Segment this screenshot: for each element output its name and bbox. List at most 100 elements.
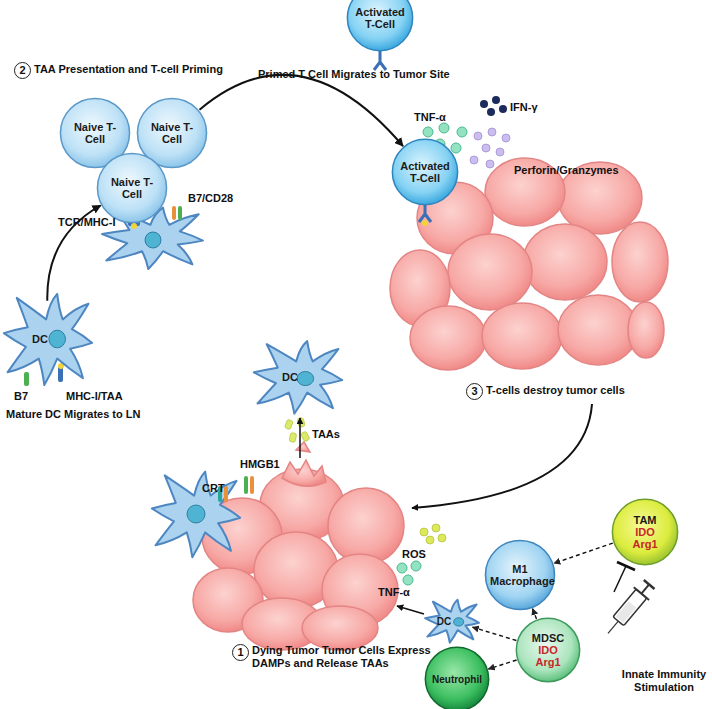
antigen	[131, 223, 137, 229]
perforin-dots	[470, 128, 510, 168]
neutrophil-cell: Neutrophil	[424, 646, 490, 709]
inhibition-bar	[617, 562, 635, 570]
dendritic-cell: DC	[2, 290, 94, 388]
effect-arrow	[397, 606, 424, 614]
tumor-cell	[523, 224, 607, 300]
syringe-needle	[608, 621, 618, 633]
receptors	[24, 50, 431, 502]
cytokine-dot	[480, 100, 488, 108]
tcr-receptor	[419, 204, 431, 222]
node-text: DC	[32, 333, 48, 345]
naive-t-cell: Naive T-Cell	[96, 152, 168, 224]
tumor-cell	[628, 302, 664, 358]
ros-dots	[420, 524, 446, 544]
node-text: TAM	[633, 514, 656, 526]
callout-number: 1	[232, 644, 249, 661]
antigen-dot	[289, 433, 296, 443]
node-text: M1 Macrophage	[490, 563, 550, 587]
dc-body	[254, 341, 342, 414]
cycle-arrow	[412, 404, 592, 508]
node-text: Activated T-Cell	[397, 160, 454, 184]
annotation-label: IFN-γ	[510, 101, 538, 114]
tumor-cell	[302, 606, 378, 650]
node-text: DC	[282, 371, 298, 383]
node-text: IDO	[635, 526, 655, 538]
annotation-label: TAA Presentation and T-cell Priming	[34, 63, 223, 76]
granule-dot	[496, 148, 504, 156]
annotation-label: Perforin/Granzymes	[514, 164, 619, 177]
node-text: Naive T-Cell	[142, 121, 202, 145]
node-text: DC	[437, 616, 451, 627]
cell-body	[516, 618, 579, 681]
hmgb1-receptor	[244, 476, 248, 494]
hmgb1-receptor	[250, 476, 254, 494]
node-outline	[252, 338, 344, 416]
ros-dot	[420, 528, 428, 536]
annotation-label: Primed T Cell Migrates to Tumor Site	[258, 68, 450, 81]
tumor-cell	[410, 306, 486, 370]
release-arrow	[299, 418, 301, 458]
annotation-label: TAAs	[312, 428, 340, 441]
dc-body	[425, 600, 479, 643]
annotation-label: TCR/MHC-I	[58, 216, 115, 229]
node-text: Neutrophil	[432, 674, 482, 685]
annotation-label: MHC-I/TAA	[66, 390, 123, 403]
ifn-dots	[480, 96, 507, 116]
cytokine-dot	[492, 96, 500, 104]
annotation-label: B7	[14, 390, 28, 403]
cd28-receptor	[178, 206, 182, 220]
tumor-cell	[558, 295, 638, 365]
dendritic-cell: DC	[424, 598, 480, 644]
antigen-dot	[284, 419, 293, 430]
cytokine-dot	[439, 123, 449, 133]
annotation-label: TNF-α	[378, 586, 410, 599]
cell-body	[392, 139, 457, 204]
dc-nucleus	[145, 232, 161, 248]
dashed-arrow	[473, 627, 517, 640]
annotation-label: HMGB1	[240, 458, 280, 471]
ros-dot	[426, 536, 434, 544]
b7-receptor	[172, 206, 176, 220]
node-outline	[2, 290, 94, 388]
syringe-fluid	[616, 601, 637, 623]
dashed-arrow	[554, 543, 613, 563]
syringe-plunger	[641, 584, 649, 593]
cytokine-dot	[499, 105, 507, 113]
annotation-label: B7/CD28	[188, 192, 233, 205]
node-text: Naive T-Cell	[102, 176, 162, 200]
ros-dot	[438, 534, 446, 542]
tumor-cell	[328, 488, 404, 564]
syringe	[600, 578, 656, 640]
cytokine-dot	[403, 575, 413, 585]
tumor-cell	[612, 222, 668, 302]
granule-dot	[502, 134, 510, 142]
dc-nucleus	[297, 372, 314, 386]
annotation-label: Innate Immunity Stimulation	[618, 668, 710, 694]
syringe-plunger	[644, 580, 655, 589]
callout-number: 2	[14, 62, 31, 79]
granule-dot	[474, 132, 482, 140]
dashed-arrow	[533, 609, 537, 619]
macrophage-cell: M1 Macrophage	[484, 539, 556, 611]
node-text: Arg1	[632, 538, 657, 550]
cytokine-dot	[487, 108, 495, 116]
b7-receptor	[24, 372, 29, 386]
cytokine-dot	[397, 563, 407, 573]
activated-t-cell: Activated T-Cell	[346, 0, 414, 52]
tnf-dots-lower	[397, 561, 421, 585]
dc-nucleus	[49, 330, 66, 348]
tumor-cell	[482, 303, 562, 369]
node-text: Arg1	[535, 656, 560, 668]
annotation-label: CRT	[202, 482, 225, 495]
annotation-label: Dying Tumor Tumor Cells Express DAMPs an…	[252, 644, 442, 670]
granule-dot	[470, 156, 478, 164]
antigen-dot	[301, 431, 310, 442]
cell-body	[612, 499, 677, 564]
activated-t-cell: Activated T-Cell	[391, 138, 459, 206]
dc-nucleus	[187, 505, 205, 523]
node-text: MDSC	[532, 632, 564, 644]
granule-dot	[482, 144, 490, 152]
